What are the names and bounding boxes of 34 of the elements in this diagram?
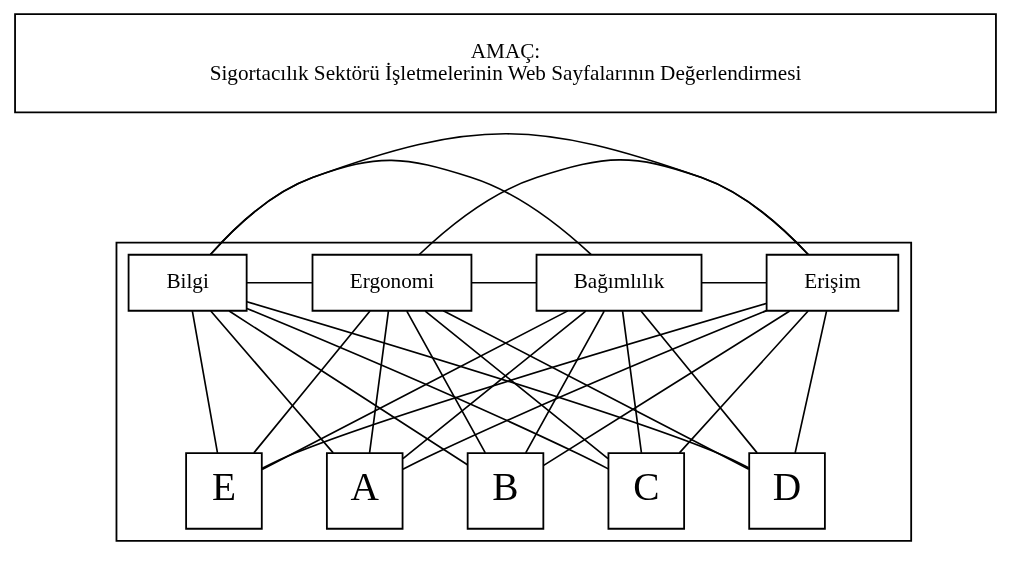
node-box: E [184,452,263,530]
connector [227,310,468,466]
connector [417,159,809,256]
connector [793,310,827,454]
connector [542,310,791,467]
connector [368,310,389,454]
node-box: Ergonomi [311,253,472,312]
cluster [115,241,912,542]
connector [524,310,605,454]
connector [423,310,609,460]
connector [191,310,218,454]
connector [209,132,809,256]
node-box: B [466,452,544,530]
node-box: AMAÇ: Sigortacılık Sektörü İşletmelerinin Web Sayfalarının Değerlendirmesi [13,13,997,114]
connector [470,281,537,284]
connector [245,281,313,284]
node-box: Bilgi [127,253,248,312]
connector [401,310,587,460]
node-box: D [747,452,826,530]
node-box: Erişim [765,253,899,312]
connector [209,310,334,454]
connector [621,310,642,454]
connector [252,310,371,454]
connector [260,310,569,471]
node-box: Bağımlılık [535,253,702,312]
connector [639,310,758,454]
connector [678,310,809,454]
connector [441,310,750,471]
node-box: A [325,452,403,530]
connector [401,309,767,471]
connector [700,281,767,284]
connector [245,307,609,470]
connector [405,310,486,454]
node-box: C [607,452,685,530]
